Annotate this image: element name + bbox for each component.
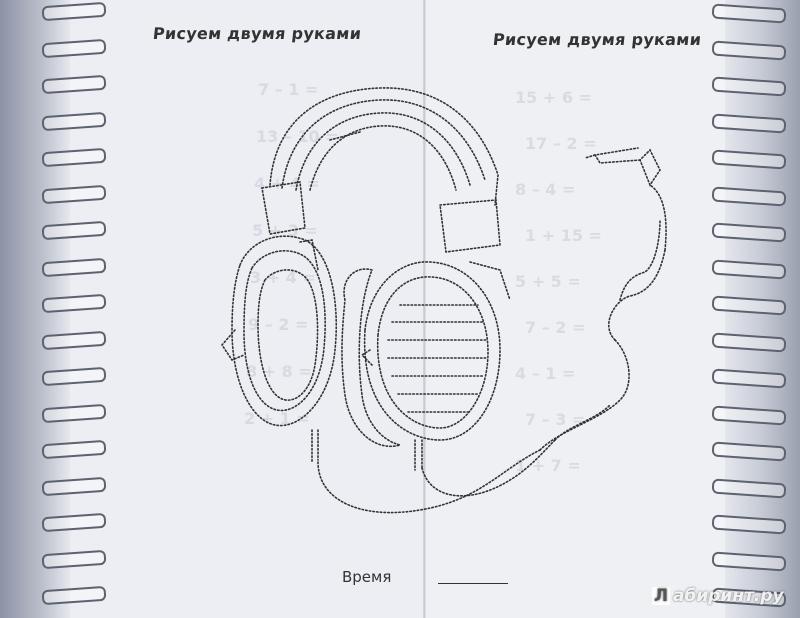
math-exercise-right: 8 – 4 =	[515, 180, 576, 199]
math-exercise-right: 15 + 6 =	[515, 88, 592, 107]
time-answer-line	[438, 583, 508, 584]
math-exercise-right: 7 – 3 =	[525, 410, 586, 429]
watermark-text: абиринт.ру	[673, 586, 784, 606]
math-exercise-left: 8 + 8 =	[246, 362, 312, 381]
page-fold	[423, 0, 426, 618]
math-exercise-right: 1 + 15 =	[525, 226, 602, 245]
math-exercise-right: 1 + 7 =	[515, 456, 581, 475]
math-exercise-left: 7 – 1 =	[258, 80, 319, 99]
right-page	[425, 0, 725, 618]
math-exercise-left: 4 + 4 =	[254, 174, 320, 193]
math-exercise-right: 4 – 1 =	[515, 364, 576, 383]
math-exercise-left: 5 + 3 =	[252, 221, 318, 240]
math-exercise-left: 9 – 2 =	[248, 315, 309, 334]
math-exercise-right: 7 – 2 =	[525, 318, 586, 337]
labirint-logo-icon: Л	[652, 586, 670, 606]
left-page	[70, 0, 425, 618]
math-exercise-right: 5 + 5 =	[515, 272, 581, 291]
math-exercise-right: 17 – 2 =	[525, 134, 597, 153]
time-label: Время	[342, 568, 392, 586]
